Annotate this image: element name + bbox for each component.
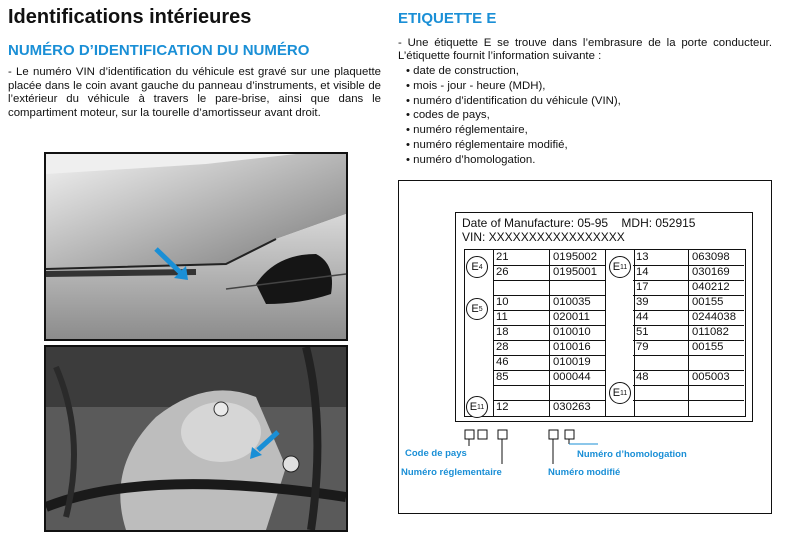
page-title: Identifications intérieures	[8, 6, 252, 28]
table-cell-code: 46	[496, 356, 509, 368]
table-cell-number: 063098	[692, 251, 730, 263]
table-cell-code: 51	[636, 326, 649, 338]
left-code-table: 21 0195002 26 0195001 10 010035 11 020011 18 0100…	[464, 249, 606, 417]
table-cell-number: 030169	[692, 266, 730, 278]
table-cell-number: 040212	[692, 281, 730, 293]
caption-leaders	[464, 429, 598, 464]
table-cell-number: 010016	[553, 341, 591, 353]
table-cell-code: 48	[636, 371, 649, 383]
list-item: mois - jour - heure (MDH),	[406, 79, 766, 94]
caption-num-reglementaire: Numéro réglementaire	[401, 467, 502, 478]
table-cell-code: 79	[636, 341, 649, 353]
label-diagram	[398, 180, 772, 514]
manufacture-line: Date of Manufacture: 05-95 MDH: 052915	[462, 216, 696, 230]
table-cell-number: 010019	[553, 356, 591, 368]
list-item: numéro réglementaire,	[406, 123, 766, 138]
table-cell-code: 26	[496, 266, 509, 278]
info-list: date de construction, mois - jour - heur…	[406, 64, 766, 168]
list-item: numéro réglementaire modifié,	[406, 138, 766, 153]
table-cell-number: 0244038	[692, 311, 736, 323]
list-item: numéro d’identification du véhicule (VIN…	[406, 94, 766, 109]
table-cell-code: 18	[496, 326, 509, 338]
table-cell-number: 010035	[553, 296, 591, 308]
table-cell-number: 00155	[692, 341, 724, 353]
list-item: codes de pays,	[406, 108, 766, 123]
windshield-photo	[44, 152, 348, 341]
table-cell-code: 39	[636, 296, 649, 308]
caption-code-pays: Code de pays	[405, 448, 467, 459]
table-cell-code: 17	[636, 281, 649, 293]
right-code-table: 13 063098 14 030169 17 040212 39 00155 44 0244038…	[606, 249, 746, 417]
table-cell-code: 28	[496, 341, 509, 353]
section-subtitle: NUMÉRO D’IDENTIFICATION DU NUMÉRO	[8, 42, 310, 59]
caption-num-homologation: Numéro d’homologation	[577, 449, 687, 460]
table-cell-number: 0195002	[553, 251, 597, 263]
etiquette-title: ETIQUETTE E	[398, 10, 497, 27]
table-cell-number: 020011	[553, 311, 590, 323]
table-cell-number: 0195001	[553, 266, 597, 278]
table-cell-number: 011082	[692, 326, 729, 338]
etiquette-intro: - Une étiquette E se trouve dans l’embra…	[398, 37, 772, 62]
table-cell-code: 11	[496, 311, 508, 323]
table-cell-number: 00155	[692, 296, 724, 308]
engine-bay-photo	[44, 345, 348, 532]
table-cell-code: 85	[496, 371, 509, 383]
table-cell-number: 010010	[553, 326, 591, 338]
table-cell-code: 44	[636, 311, 649, 323]
table-cell-code: 14	[636, 266, 649, 278]
table-cell-code: 13	[636, 251, 649, 263]
table-cell-code: 10	[496, 296, 509, 308]
table-cell-code: 21	[496, 251, 509, 263]
vin-line: VIN: XXXXXXXXXXXXXXXXX	[462, 230, 625, 244]
caption-num-modifie: Numéro modifié	[548, 467, 621, 478]
e-label: Date of Manufacture: 05-95 MDH: 052915 V…	[455, 212, 753, 422]
table-cell-number: 000044	[553, 371, 591, 383]
vin-paragraph: - Le numéro VIN d’identification du véhi…	[8, 66, 381, 119]
table-cell-number: 030263	[553, 401, 591, 413]
list-item: numéro d’homologation.	[406, 153, 766, 168]
table-cell-number: 005003	[692, 371, 730, 383]
table-cell-code: 12	[496, 401, 509, 413]
list-item: date de construction,	[406, 64, 766, 79]
